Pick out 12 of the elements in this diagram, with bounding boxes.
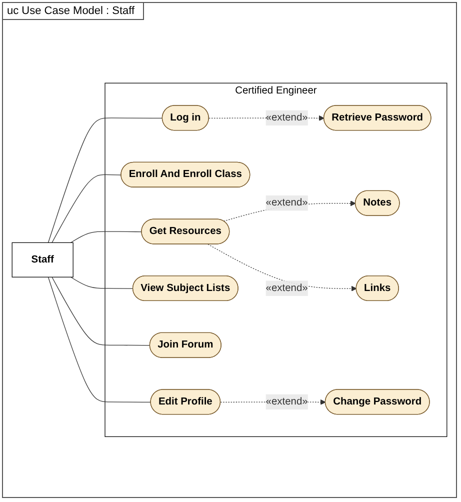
connector — [52, 276, 150, 346]
edge-label: «extend» — [266, 112, 308, 124]
connector — [48, 276, 152, 403]
connector — [48, 118, 163, 244]
connector — [70, 276, 134, 290]
connector — [52, 174, 122, 244]
connector — [70, 231, 142, 244]
edge-label: «extend» — [266, 197, 308, 208]
edge-label: «extend» — [266, 396, 308, 408]
node-box: Staff — [12, 242, 74, 278]
edge-label: «extend» — [266, 282, 308, 294]
frame-title: uc Use Case Model : Staff — [3, 3, 144, 20]
